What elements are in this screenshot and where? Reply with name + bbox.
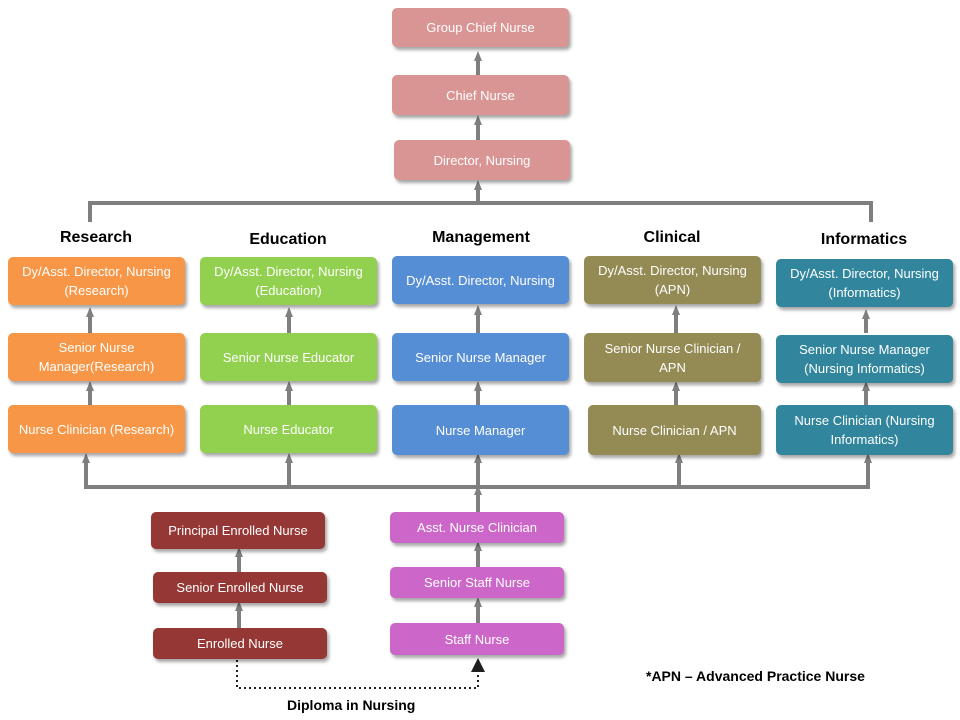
- diploma-bridge: [236, 660, 479, 689]
- research-clinician-box: Nurse Clinician (Research): [8, 405, 185, 453]
- track-heading-education: Education: [249, 231, 327, 248]
- apn-footnote: *APN – Advanced Practice Nurse: [646, 668, 865, 684]
- management-manager-box: Nurse Manager: [392, 405, 569, 455]
- track-heading-research: Research: [59, 229, 133, 246]
- clinical-senior-box: Senior Nurse Clinician / APN: [584, 333, 761, 382]
- informatics-senior-box: Senior Nurse Manager (Nursing Informatic…: [776, 335, 953, 383]
- education-senior-box: Senior Nurse Educator: [200, 333, 377, 381]
- principal-enrolled-nurse-box: Principal Enrolled Nurse: [151, 512, 325, 549]
- senior-staff-nurse-box: Senior Staff Nurse: [390, 567, 564, 598]
- top-bracket: [88, 201, 873, 222]
- director-nursing-box: Director, Nursing: [394, 140, 570, 180]
- diploma-bridge-arrowhead: [471, 658, 485, 672]
- informatics-clinician-box: Nurse Clinician (Nursing Informatics): [776, 405, 953, 455]
- management-director-box: Dy/Asst. Director, Nursing: [392, 256, 569, 304]
- research-senior-box: Senior Nurse Manager(Research): [8, 333, 185, 381]
- chief-nurse-box: Chief Nurse: [392, 75, 569, 115]
- track-heading-informatics: Informatics: [820, 231, 908, 248]
- education-director-box: Dy/Asst. Director, Nursing (Education): [200, 257, 377, 305]
- track-heading-clinical: Clinical: [643, 229, 701, 246]
- informatics-director-box: Dy/Asst. Director, Nursing (Informatics): [776, 259, 953, 307]
- management-senior-box: Senior Nurse Manager: [392, 333, 569, 381]
- asst-nurse-clinician-box: Asst. Nurse Clinician: [390, 512, 564, 543]
- education-educator-box: Nurse Educator: [200, 405, 377, 453]
- diploma-label: Diploma in Nursing: [287, 697, 416, 713]
- senior-enrolled-nurse-box: Senior Enrolled Nurse: [153, 572, 327, 603]
- group-chief-nurse-box: Group Chief Nurse: [392, 8, 569, 47]
- research-director-box: Dy/Asst. Director, Nursing (Research): [8, 257, 185, 305]
- clinical-clinician-box: Nurse Clinician / APN: [588, 405, 761, 455]
- enrolled-nurse-box: Enrolled Nurse: [153, 628, 327, 659]
- track-heading-management: Management: [432, 229, 530, 246]
- clinical-director-box: Dy/Asst. Director, Nursing (APN): [584, 256, 761, 304]
- staff-nurse-box: Staff Nurse: [390, 623, 564, 655]
